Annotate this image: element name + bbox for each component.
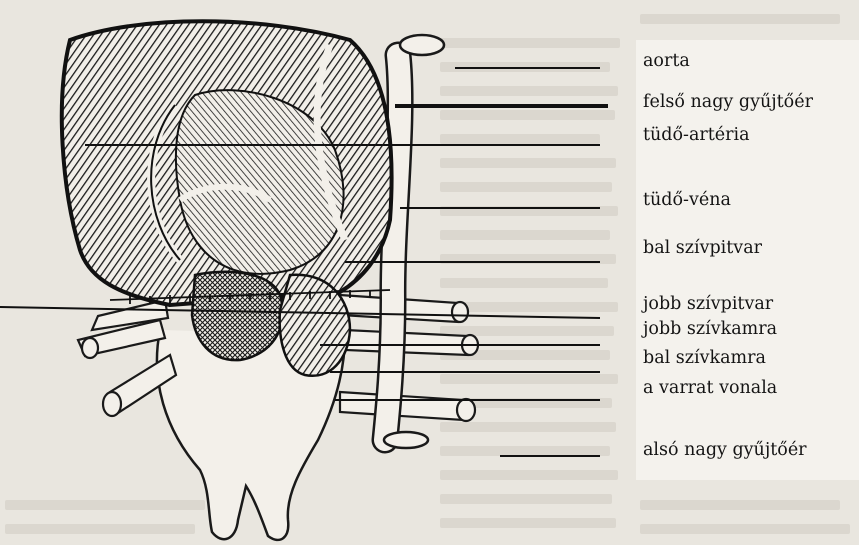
label-aorta: aorta <box>643 53 690 71</box>
label-varrat-vonala: a varrat vonala <box>643 380 777 398</box>
vena-cava <box>384 35 444 448</box>
label-also-nagy-gyujtoer: alsó nagy gyűjtőér <box>643 442 807 460</box>
label-tudo-vena: tüdő-véna <box>643 192 731 210</box>
label-tudo-arteria: tüdő-artéria <box>643 127 750 145</box>
label-jobb-szivkamra: jobb szívkamra <box>643 321 777 339</box>
heart-body <box>62 21 392 305</box>
label-bal-szivkamra: bal szívkamra <box>643 350 766 368</box>
label-jobb-szivpitvar: jobb szívpitvar <box>643 296 773 314</box>
label-felso-nagy-gyujtoer: felső nagy gyűjtőér <box>643 94 813 112</box>
label-bal-szivpitvar: bal szívpitvar <box>643 240 762 258</box>
